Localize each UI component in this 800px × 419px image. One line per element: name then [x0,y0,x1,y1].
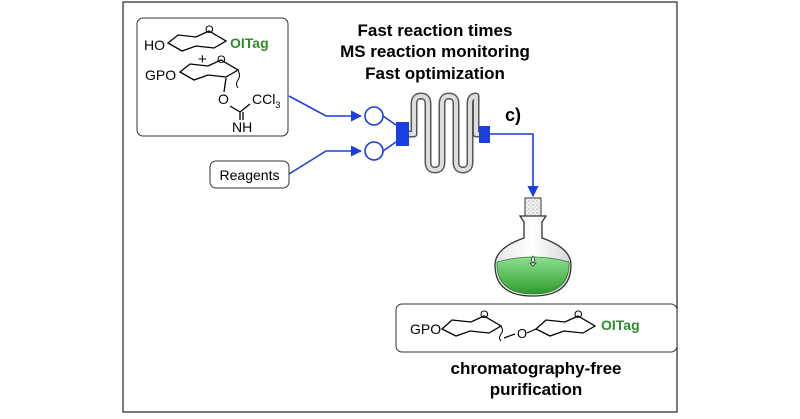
acceptor-tag: OITag [230,35,269,51]
microreactor-coil [409,92,480,174]
feature-fast-reaction-times: Fast reaction times [358,21,513,40]
stir-bar-icon [529,255,537,267]
donor-prefix: GPO [145,67,176,83]
reagent-feed-arrow [288,145,363,175]
flask-liquid [496,256,570,295]
product-ring1-o: O [480,309,489,321]
plus-sign: + [198,51,207,68]
reactants-box: O HO OITag + O GPO O CCl3 NH [136,17,289,137]
product-ring2-o: O [574,309,583,321]
donor-nh: NH [232,119,252,135]
mixer-block [396,122,409,146]
imidate-bonds [229,103,251,120]
outer-frame [122,1,678,413]
purification-line1: chromatography-free [451,359,622,378]
outlet-block [479,126,490,143]
step-label: c) [505,105,521,125]
reagents-label: Reagents [220,167,280,183]
product-prefix: GPO [410,321,441,337]
product-tag: OITag [601,317,640,333]
product-sugar-ring-1 [440,315,503,342]
acceptor-prefix: HO [144,37,165,53]
donor-sugar-ring [178,59,240,93]
acceptor-sugar-ring [166,30,228,52]
donor-ccl3: CCl3 [252,91,280,110]
inlet-valve-top [364,106,384,126]
reagents-box: Reagents [209,160,290,189]
flask-stopper [524,197,542,219]
donor-ccl3-subscript: 3 [275,100,280,110]
inlet-valve-bottom [364,141,384,161]
donor-o: O [218,91,229,107]
feature-ms-monitoring: MS reaction monitoring [340,42,530,61]
purification-line2: purification [490,380,583,399]
round-bottom-flask [494,197,572,297]
product-sugar-ring-2 [534,315,597,337]
product-link-o: O [517,326,527,341]
reactant-feed-arrow [288,95,363,122]
outlet-flow-arrow [490,133,539,198]
acceptor-ring-o: O [205,24,214,36]
donor-ring-o: O [217,54,226,66]
feature-fast-optimization: Fast optimization [365,64,505,83]
product-box: GPO O O O OITag [395,303,678,353]
